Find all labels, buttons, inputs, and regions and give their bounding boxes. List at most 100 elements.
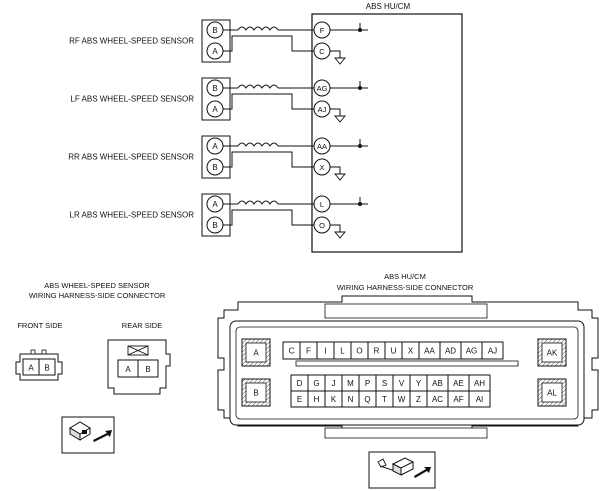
module-pin-label: C	[319, 47, 325, 56]
probe-icon	[61, 416, 115, 454]
connector-pin: Y	[409, 374, 428, 392]
connector-pin: B	[241, 378, 271, 407]
twisted-wire	[237, 200, 279, 205]
connector-pin-label: AB	[432, 379, 443, 388]
connector-pin: P	[358, 374, 377, 392]
twisted-wire	[237, 142, 279, 147]
connector-pin-label: U	[391, 347, 397, 356]
rear-pin-a: A	[125, 365, 131, 374]
connector-pin-label: R	[374, 347, 380, 356]
front-side-label: FRONT SIDE	[17, 321, 62, 330]
connector-pin-label: O	[356, 347, 362, 356]
connector-pin: N	[341, 390, 360, 408]
connector-pin-label: C	[289, 347, 295, 356]
connector-pin-label: X	[408, 347, 414, 356]
connector-pin-label: A	[253, 349, 259, 358]
rear-pin-b: B	[145, 365, 150, 374]
connector-pin: S	[375, 374, 394, 392]
ground-icon	[334, 115, 346, 123]
connector-pin-label: V	[399, 379, 405, 388]
connector-pin: D	[290, 374, 309, 392]
connector-pin: I	[316, 341, 335, 360]
internal-wire	[330, 108, 341, 116]
sensor-label: RF ABS WHEEL-SPEED SENSOR	[69, 37, 194, 46]
rear-side-connector: A B	[107, 339, 171, 395]
connector-pin-label: P	[365, 379, 370, 388]
connector-pin-label: D	[297, 379, 303, 388]
connector-pin-label: L	[340, 347, 345, 356]
connector-pin: G	[307, 374, 326, 392]
module-connector-housing	[217, 295, 599, 439]
module-pin-label: AG	[317, 84, 328, 93]
connector-pin: AL	[537, 378, 567, 407]
connector-pin-label: Z	[416, 395, 421, 404]
module-connector-title-1: ABS HU/CM	[384, 272, 426, 281]
connector-pin: J	[324, 374, 343, 392]
connector-pin: AC	[426, 390, 449, 408]
connector-pin-label: M	[347, 379, 354, 388]
sensor-label: RR ABS WHEEL-SPEED SENSOR	[68, 153, 194, 162]
twisted-wire	[237, 84, 279, 89]
sensor-label: LR ABS WHEEL-SPEED SENSOR	[70, 211, 195, 220]
connector-pin: Z	[409, 390, 428, 408]
ground-icon	[334, 231, 346, 239]
sensor-pin-label: B	[212, 221, 217, 230]
module-box	[311, 13, 463, 253]
connector-pin: AB	[426, 374, 449, 392]
connector-pin-label: W	[398, 395, 406, 404]
connector-pin-label: J	[332, 379, 336, 388]
connector-pin-label: B	[253, 389, 258, 398]
front-pin-a: A	[28, 364, 34, 373]
connector-pin: L	[333, 341, 352, 360]
connector-pin: X	[401, 341, 420, 360]
module-title: ABS HU/CM	[366, 2, 411, 11]
sensor-connector-title-2: WIRING HARNESS-SIDE CONNECTOR	[29, 291, 166, 300]
module-pin-label: O	[319, 221, 325, 230]
connector-pin-label: AJ	[488, 347, 497, 356]
connector-pin: AA	[418, 341, 441, 360]
connector-pin: A	[241, 338, 271, 367]
wire	[223, 93, 318, 110]
wire	[223, 151, 318, 168]
connector-pin: AF	[447, 390, 470, 408]
internal-wire	[330, 50, 341, 58]
connector-pin-label: AD	[445, 347, 456, 356]
connector-pin: V	[392, 374, 411, 392]
connector-pin: F	[299, 341, 318, 360]
connector-pin-label: AL	[547, 389, 557, 398]
wire	[223, 209, 318, 226]
connector-pin: AE	[447, 374, 470, 392]
connector-pin-label: AA	[424, 347, 435, 356]
connector-pin-label: N	[348, 395, 354, 404]
connector-pin-label: F	[306, 347, 311, 356]
sensor-pin-label: A	[212, 47, 218, 56]
connector-pin: U	[384, 341, 403, 360]
connector-pin: H	[307, 390, 326, 408]
module-pin-label: X	[319, 163, 324, 172]
connector-pin-label: AF	[453, 395, 463, 404]
connector-pin: AD	[439, 341, 462, 360]
connector-pin-label: S	[382, 379, 387, 388]
twisted-wire	[237, 26, 279, 31]
sensor-pin-label: A	[212, 105, 218, 114]
connector-pin: E	[290, 390, 309, 408]
ground-icon	[334, 173, 346, 181]
connector-pin: W	[392, 390, 411, 408]
connector-pin-label: G	[313, 379, 319, 388]
connector-pin: O	[350, 341, 369, 360]
wire	[223, 35, 318, 52]
connector-pin: Q	[358, 390, 377, 408]
internal-wire	[330, 166, 341, 174]
connector-pin-label: Y	[416, 379, 422, 388]
connector-pin-label: H	[314, 395, 320, 404]
sensor-pin-label: A	[212, 200, 218, 209]
ground-icon	[334, 57, 346, 65]
connector-pin-label: AK	[547, 349, 558, 358]
connector-pin-label: AH	[474, 379, 485, 388]
connector-pin-label: K	[331, 395, 337, 404]
